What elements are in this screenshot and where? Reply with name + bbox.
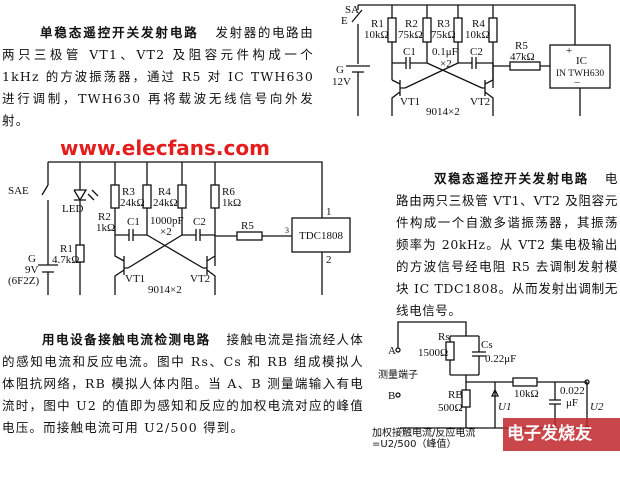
label: VT2	[470, 96, 490, 108]
circuit-diagrams: SA E G 12V R1 10kΩ R2 75kΩ R3 75kΩ R4 10…	[8, 4, 611, 431]
label: 12V	[332, 76, 351, 88]
label: 75kΩ	[398, 29, 423, 41]
label: (6F2Z)	[8, 275, 40, 287]
label: R3	[122, 186, 135, 198]
label: 测量端子	[378, 368, 418, 381]
label: R2	[405, 18, 418, 30]
section-title: 双稳态遥控开关发射电路	[434, 171, 589, 186]
label: TDC1808	[299, 230, 344, 242]
label: U1	[498, 401, 511, 413]
label: μF	[566, 397, 578, 409]
site-logo: 电子发烧友 elecfans.com	[503, 418, 620, 474]
section-body: 发射器的电路由两只三极管 VT1、VT2 及阻容元件构成一个 1kHz 的方波振…	[2, 25, 314, 128]
section-title: 用电设备接触电流检测电路	[42, 332, 211, 347]
label: VT1	[125, 273, 145, 285]
label: 24kΩ	[153, 197, 178, 209]
label: 10kΩ	[465, 29, 490, 41]
label: SAE	[8, 185, 29, 197]
circuit-contact-current: A B 测量端子 Rs 1500Ω Cs 0.22μF RB 500Ω 10kΩ…	[378, 321, 604, 431]
logo-text: 电子发烧友	[507, 424, 592, 444]
label: Cs	[481, 339, 493, 351]
label: R3	[437, 18, 450, 30]
label: R1	[60, 243, 73, 255]
label: 2	[326, 254, 332, 266]
section-title: 单稳态遥控开关发射电路	[40, 25, 199, 40]
label: 9014×2	[148, 284, 182, 296]
label: C1	[127, 216, 140, 228]
label: 1kΩ	[222, 197, 241, 209]
label: VT2	[190, 273, 210, 285]
circuit-bistable-transmitter: SAE LED R2 1kΩ R1 4.7kΩ G 9V (6F2Z) R3 2…	[8, 161, 351, 296]
label: R6	[222, 186, 235, 198]
section-bistable: 双稳态遥控开关发射电路 电路由两只三极管 VT1、VT2 及阻容元件构成一个自激…	[396, 168, 618, 322]
label: 0.022	[560, 385, 585, 397]
label: 75kΩ	[431, 29, 456, 41]
label: A	[388, 345, 396, 357]
label: 1500Ω	[418, 347, 448, 359]
label: Rs	[438, 331, 450, 343]
section-body: 接触电流是指流经人体的感知电流和反应电流。图中 Rs、Cs 和 RB 组成模拟人…	[2, 332, 364, 435]
label: LED	[62, 203, 83, 215]
section-contact-current: 用电设备接触电流检测电路 接触电流是指流经人体的感知电流和反应电流。图中 Rs、…	[2, 329, 364, 439]
label: E	[341, 15, 348, 27]
label: 9014×2	[426, 106, 460, 118]
label: 10kΩ	[364, 29, 389, 41]
label: +	[566, 45, 572, 57]
label: C2	[470, 46, 483, 58]
label: R1	[371, 18, 384, 30]
label: 47kΩ	[510, 51, 535, 63]
label: 9V	[25, 264, 39, 276]
label: R4	[158, 186, 171, 198]
label: SA	[345, 4, 359, 16]
label: IN TWH630	[556, 69, 604, 79]
label: 1kΩ	[96, 222, 115, 234]
label: RB	[448, 389, 463, 401]
label: ×2	[160, 226, 172, 238]
label: G	[28, 253, 36, 265]
label: 0.1μF	[432, 46, 458, 58]
label: ×2	[440, 58, 452, 70]
label: 24kΩ	[120, 197, 145, 209]
label: 1000pF	[150, 215, 184, 227]
label: 10kΩ	[514, 388, 539, 400]
figure-caption: 加权接触电流/反应电流=U2/500（峰值）	[372, 428, 476, 450]
label: 1	[326, 206, 332, 218]
label: 500Ω	[438, 402, 463, 414]
label: U2	[590, 401, 604, 413]
label: IC	[576, 55, 587, 67]
label: R5	[515, 40, 528, 52]
label: 0.22μF	[485, 353, 516, 365]
label: R4	[472, 18, 485, 30]
label: B	[388, 390, 395, 402]
label: VT1	[400, 96, 420, 108]
section-monostable: 单稳态遥控开关发射电路 发射器的电路由两只三极管 VT1、VT2 及阻容元件构成…	[2, 22, 314, 132]
label: −	[574, 77, 580, 89]
label: 3	[285, 226, 289, 235]
label: R2	[98, 211, 111, 223]
label: G	[336, 64, 344, 76]
logo-subtext: elecfans.com	[510, 465, 564, 474]
label: R5	[241, 220, 254, 232]
circuit-monostable-transmitter: SA E G 12V R1 10kΩ R2 75kΩ R3 75kΩ R4 10…	[332, 4, 611, 118]
section-body: 电路由两只三极管 VT1、VT2 及阻容元件构成一个自激多谐振荡器，其振荡频率为…	[396, 171, 618, 318]
label: 4.7kΩ	[52, 254, 79, 266]
label: C1	[403, 46, 416, 58]
label: C2	[193, 216, 206, 228]
